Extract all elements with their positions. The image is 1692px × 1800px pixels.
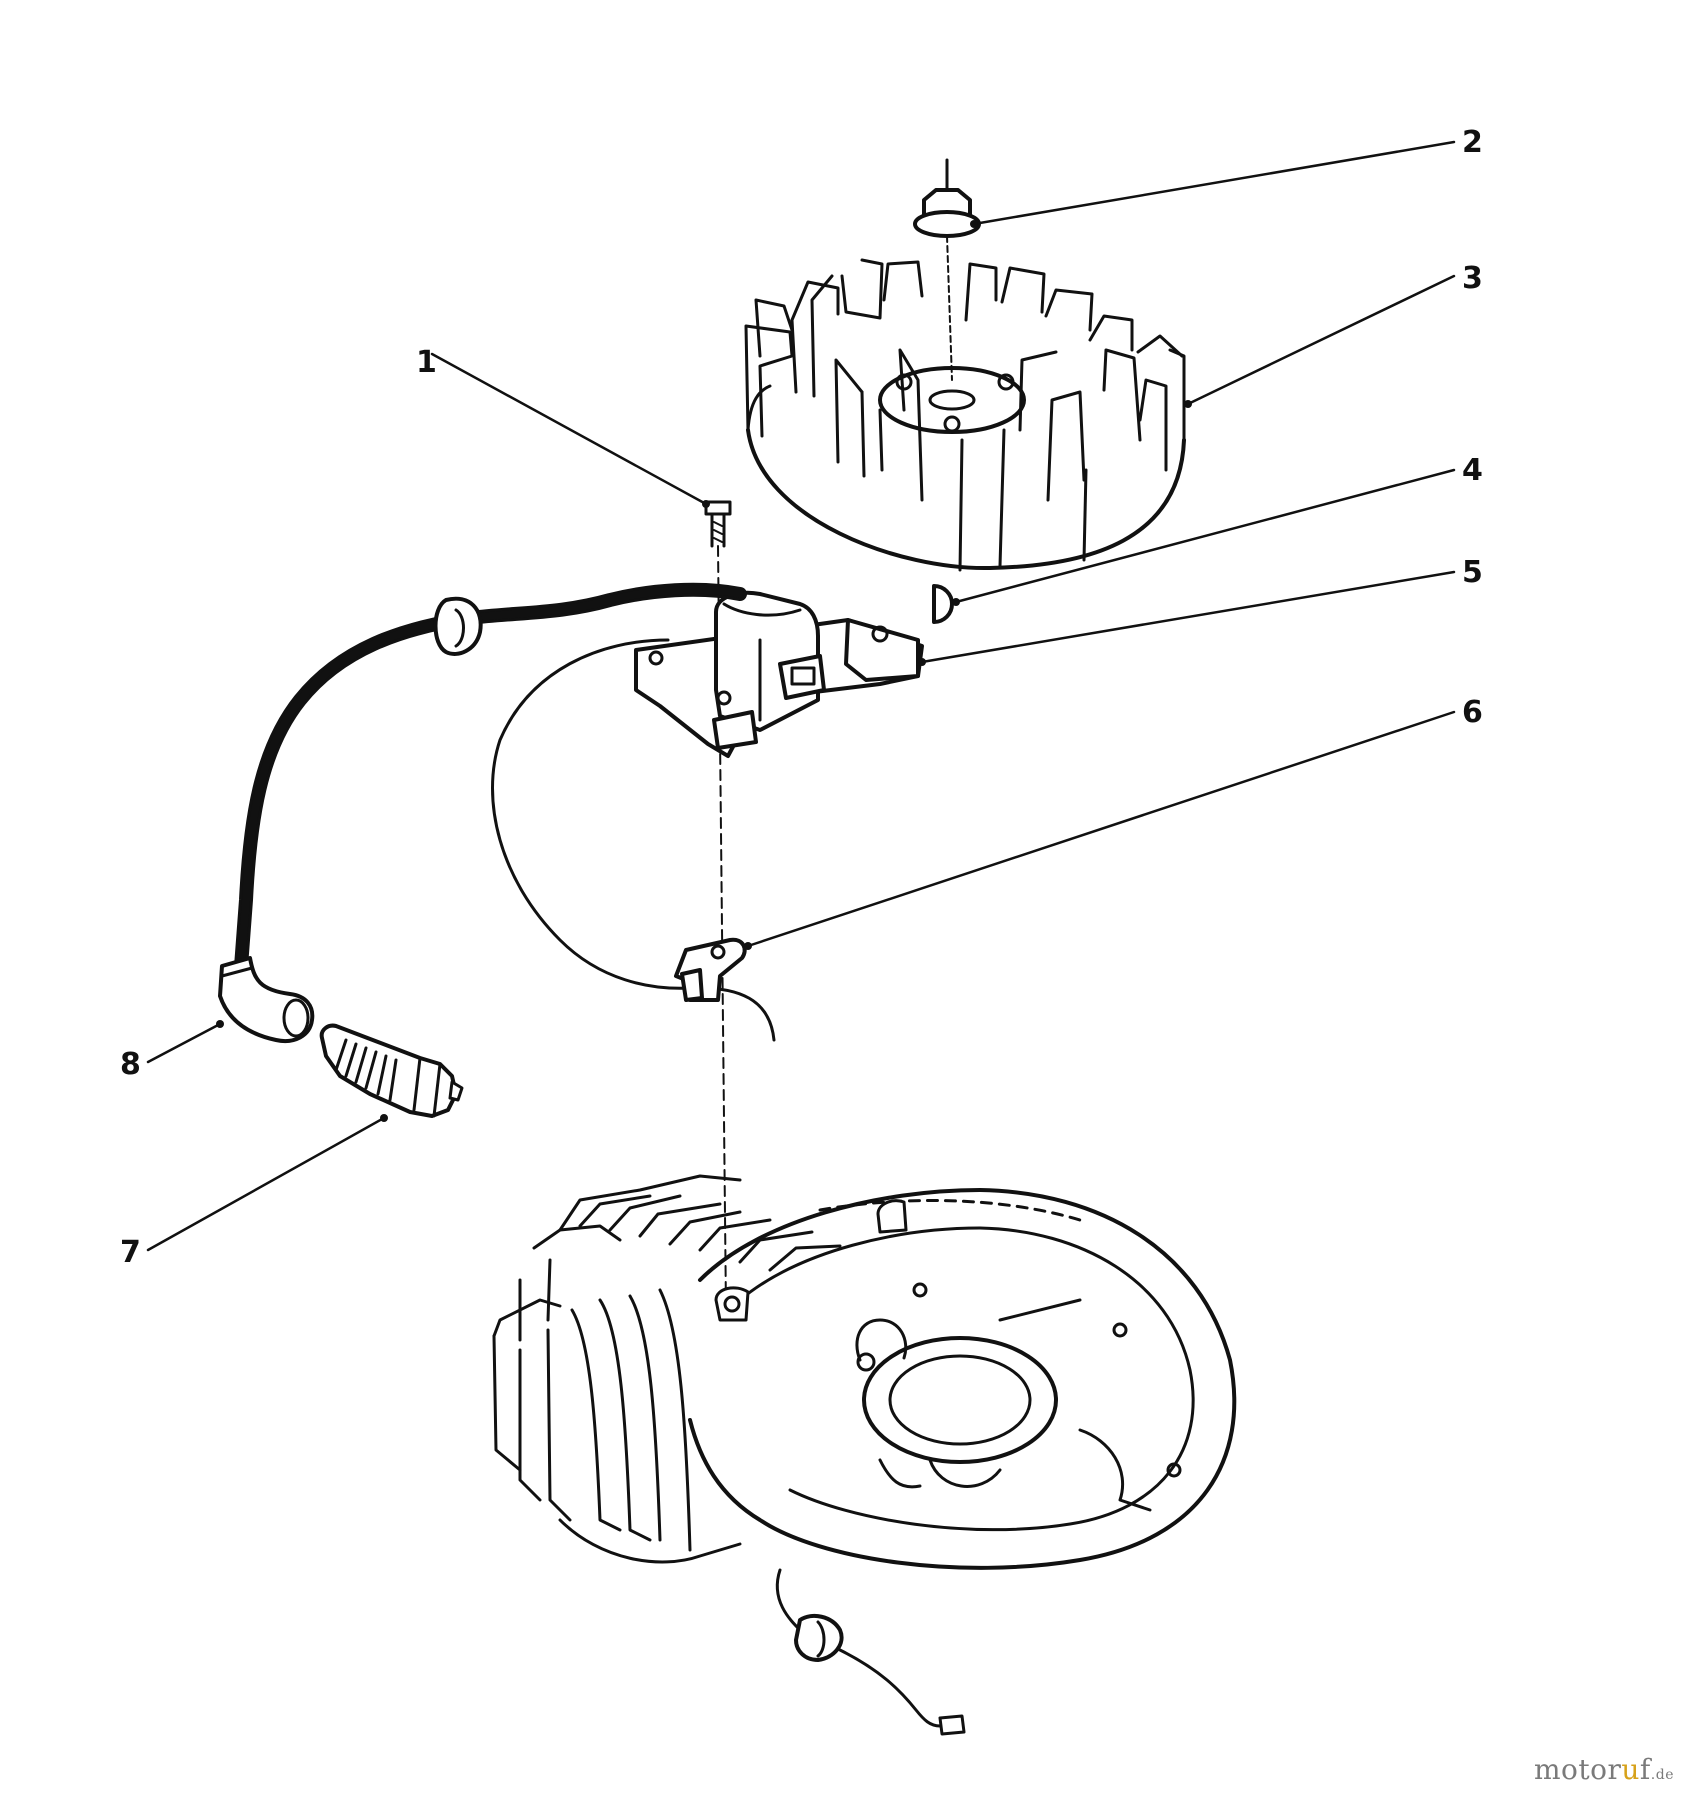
leader-line-5 xyxy=(920,570,1456,664)
callout-5: 5 xyxy=(1462,555,1483,590)
leader-dot-1 xyxy=(702,500,710,508)
watermark-accent: u xyxy=(1621,1753,1640,1786)
watermark-tail: f xyxy=(1639,1753,1651,1786)
leader-lines xyxy=(146,140,1456,1252)
leader-line-4 xyxy=(954,468,1456,604)
spark-plug-boot xyxy=(218,956,315,1043)
callout-8: 8 xyxy=(120,1047,141,1082)
leader-line-6 xyxy=(746,710,1456,948)
leader-dot-3 xyxy=(1184,400,1192,408)
callout-4: 4 xyxy=(1462,453,1483,488)
leader-line-2 xyxy=(972,140,1456,226)
callout-2: 2 xyxy=(1462,125,1483,160)
callout-labels: 1 2 3 4 5 6 7 8 xyxy=(120,125,1483,1270)
leader-dot-7 xyxy=(380,1114,388,1122)
callout-1: 1 xyxy=(416,345,437,380)
spark-plug xyxy=(319,1023,464,1118)
leader-line-1 xyxy=(430,352,708,506)
callout-6: 6 xyxy=(1462,695,1483,730)
engine-block xyxy=(492,1174,1237,1736)
ignition-module xyxy=(634,590,924,758)
callout-7: 7 xyxy=(120,1235,141,1270)
clip xyxy=(674,937,747,1002)
flange-nut xyxy=(913,158,981,381)
callout-3: 3 xyxy=(1462,261,1483,296)
watermark-brand: motor xyxy=(1533,1753,1622,1786)
spark-plug-lead xyxy=(233,582,747,987)
leader-dot-6 xyxy=(744,942,752,950)
key xyxy=(932,584,954,624)
leader-line-8 xyxy=(146,1022,222,1064)
watermark-logo: motoruf.de xyxy=(1534,1753,1674,1786)
leader-dot-8 xyxy=(216,1020,224,1028)
leader-dot-2 xyxy=(970,220,978,228)
watermark-tld: .de xyxy=(1650,1767,1674,1783)
leader-line-3 xyxy=(1186,274,1456,406)
leader-dot-5 xyxy=(918,658,926,666)
leader-line-7 xyxy=(146,1116,386,1252)
leader-dot-4 xyxy=(952,598,960,606)
flywheel xyxy=(744,258,1186,572)
